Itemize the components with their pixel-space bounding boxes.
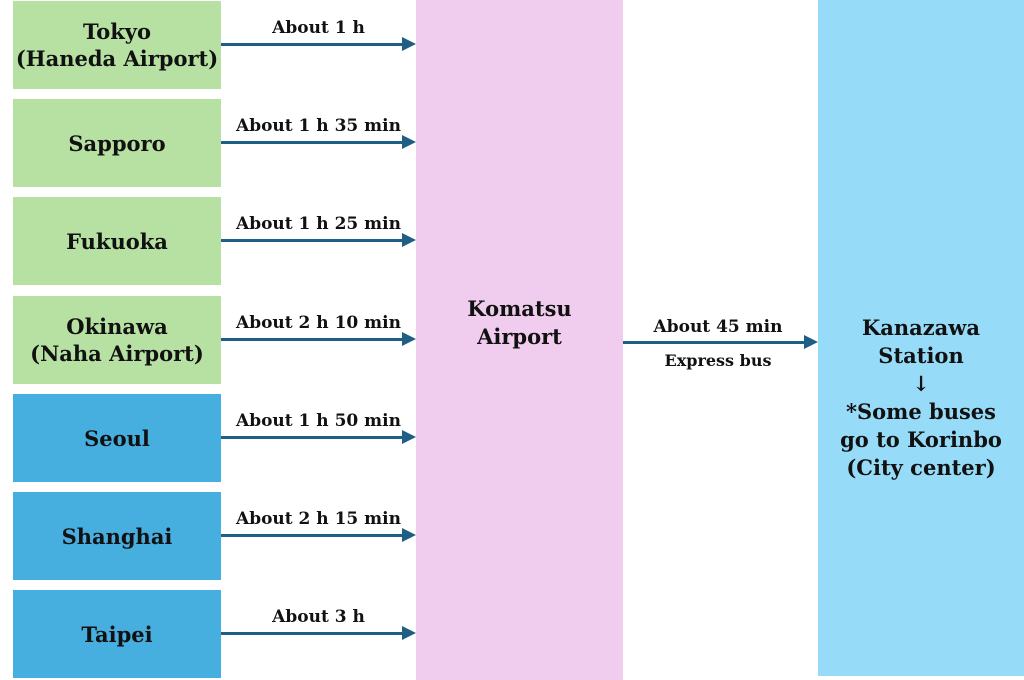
origin-box: Seoul <box>13 394 221 482</box>
flight-arrow <box>221 233 416 247</box>
arrow-head-icon <box>402 332 416 346</box>
flight-arrow-shaft <box>221 239 404 242</box>
bus-mode-label: Express bus <box>664 351 772 370</box>
flight-duration-label: About 2 h 10 min <box>236 313 401 333</box>
origin-name-line: (Haneda Airport) <box>15 46 219 71</box>
flight-duration-label: About 3 h <box>272 607 365 627</box>
arrow-head-icon <box>402 430 416 444</box>
bus-arrow-shaft <box>623 341 806 344</box>
origin-name-line: Shanghai <box>61 523 173 549</box>
bus-duration-label: About 45 min <box>653 317 783 337</box>
flight-arrow-shaft <box>221 338 404 341</box>
origin-box: Shanghai <box>13 492 221 580</box>
origin-box: Taipei <box>13 590 221 678</box>
kanazawa-station-block: Kanazawa Station ↓ *Some buses go to Kor… <box>818 0 1024 676</box>
flight-arrow <box>221 135 416 149</box>
origin-box: Okinawa(Naha Airport) <box>13 296 221 384</box>
origin-name-line: Sapporo <box>68 130 166 156</box>
flight-arrow <box>221 626 416 640</box>
origin-name-line: Taipei <box>81 621 153 647</box>
dest-line-6: (City center) <box>846 455 996 480</box>
flight-arrow <box>221 332 416 346</box>
arrow-head-icon <box>402 233 416 247</box>
arrow-head-icon <box>804 335 818 349</box>
flight-arrow-shaft <box>221 436 404 439</box>
flight-duration-label: About 1 h <box>272 18 365 38</box>
hub-name-line2: Airport <box>477 323 562 349</box>
flight-duration-label: About 1 h 50 min <box>236 411 401 431</box>
flight-arrow <box>221 37 416 51</box>
flight-duration-label: About 1 h 25 min <box>236 214 401 234</box>
origin-name-line: (Naha Airport) <box>30 341 204 366</box>
dest-line-5: go to Korinbo <box>840 427 1002 452</box>
flight-arrow-shaft <box>221 141 404 144</box>
arrow-head-icon <box>402 528 416 542</box>
origin-box: Fukuoka <box>13 197 221 285</box>
flight-arrow-shaft <box>221 632 404 635</box>
arrow-head-icon <box>402 626 416 640</box>
dest-line-1: Kanazawa <box>862 315 980 340</box>
origin-box: Tokyo(Haneda Airport) <box>13 1 221 89</box>
flight-arrow-shaft <box>221 534 404 537</box>
origin-name-line: Okinawa <box>66 314 168 339</box>
arrow-head-icon <box>402 135 416 149</box>
dest-line-2: Station <box>878 343 964 368</box>
flight-arrow <box>221 430 416 444</box>
dest-line-4: *Some buses <box>845 399 996 424</box>
bus-arrow <box>623 335 818 349</box>
origin-box: Sapporo <box>13 99 221 187</box>
arrow-head-icon <box>402 37 416 51</box>
flight-duration-label: About 2 h 15 min <box>236 509 401 529</box>
origin-name-line: Tokyo <box>83 19 151 44</box>
origin-name-line: Seoul <box>84 425 150 451</box>
flight-arrow <box>221 528 416 542</box>
hub-name-line1: Komatsu <box>467 295 572 321</box>
down-arrow-icon: ↓ <box>912 371 930 396</box>
origin-name-line: Fukuoka <box>66 228 168 254</box>
flight-arrow-shaft <box>221 43 404 46</box>
flight-duration-label: About 1 h 35 min <box>236 116 401 136</box>
komatsu-airport-block: Komatsu Airport <box>416 0 623 680</box>
